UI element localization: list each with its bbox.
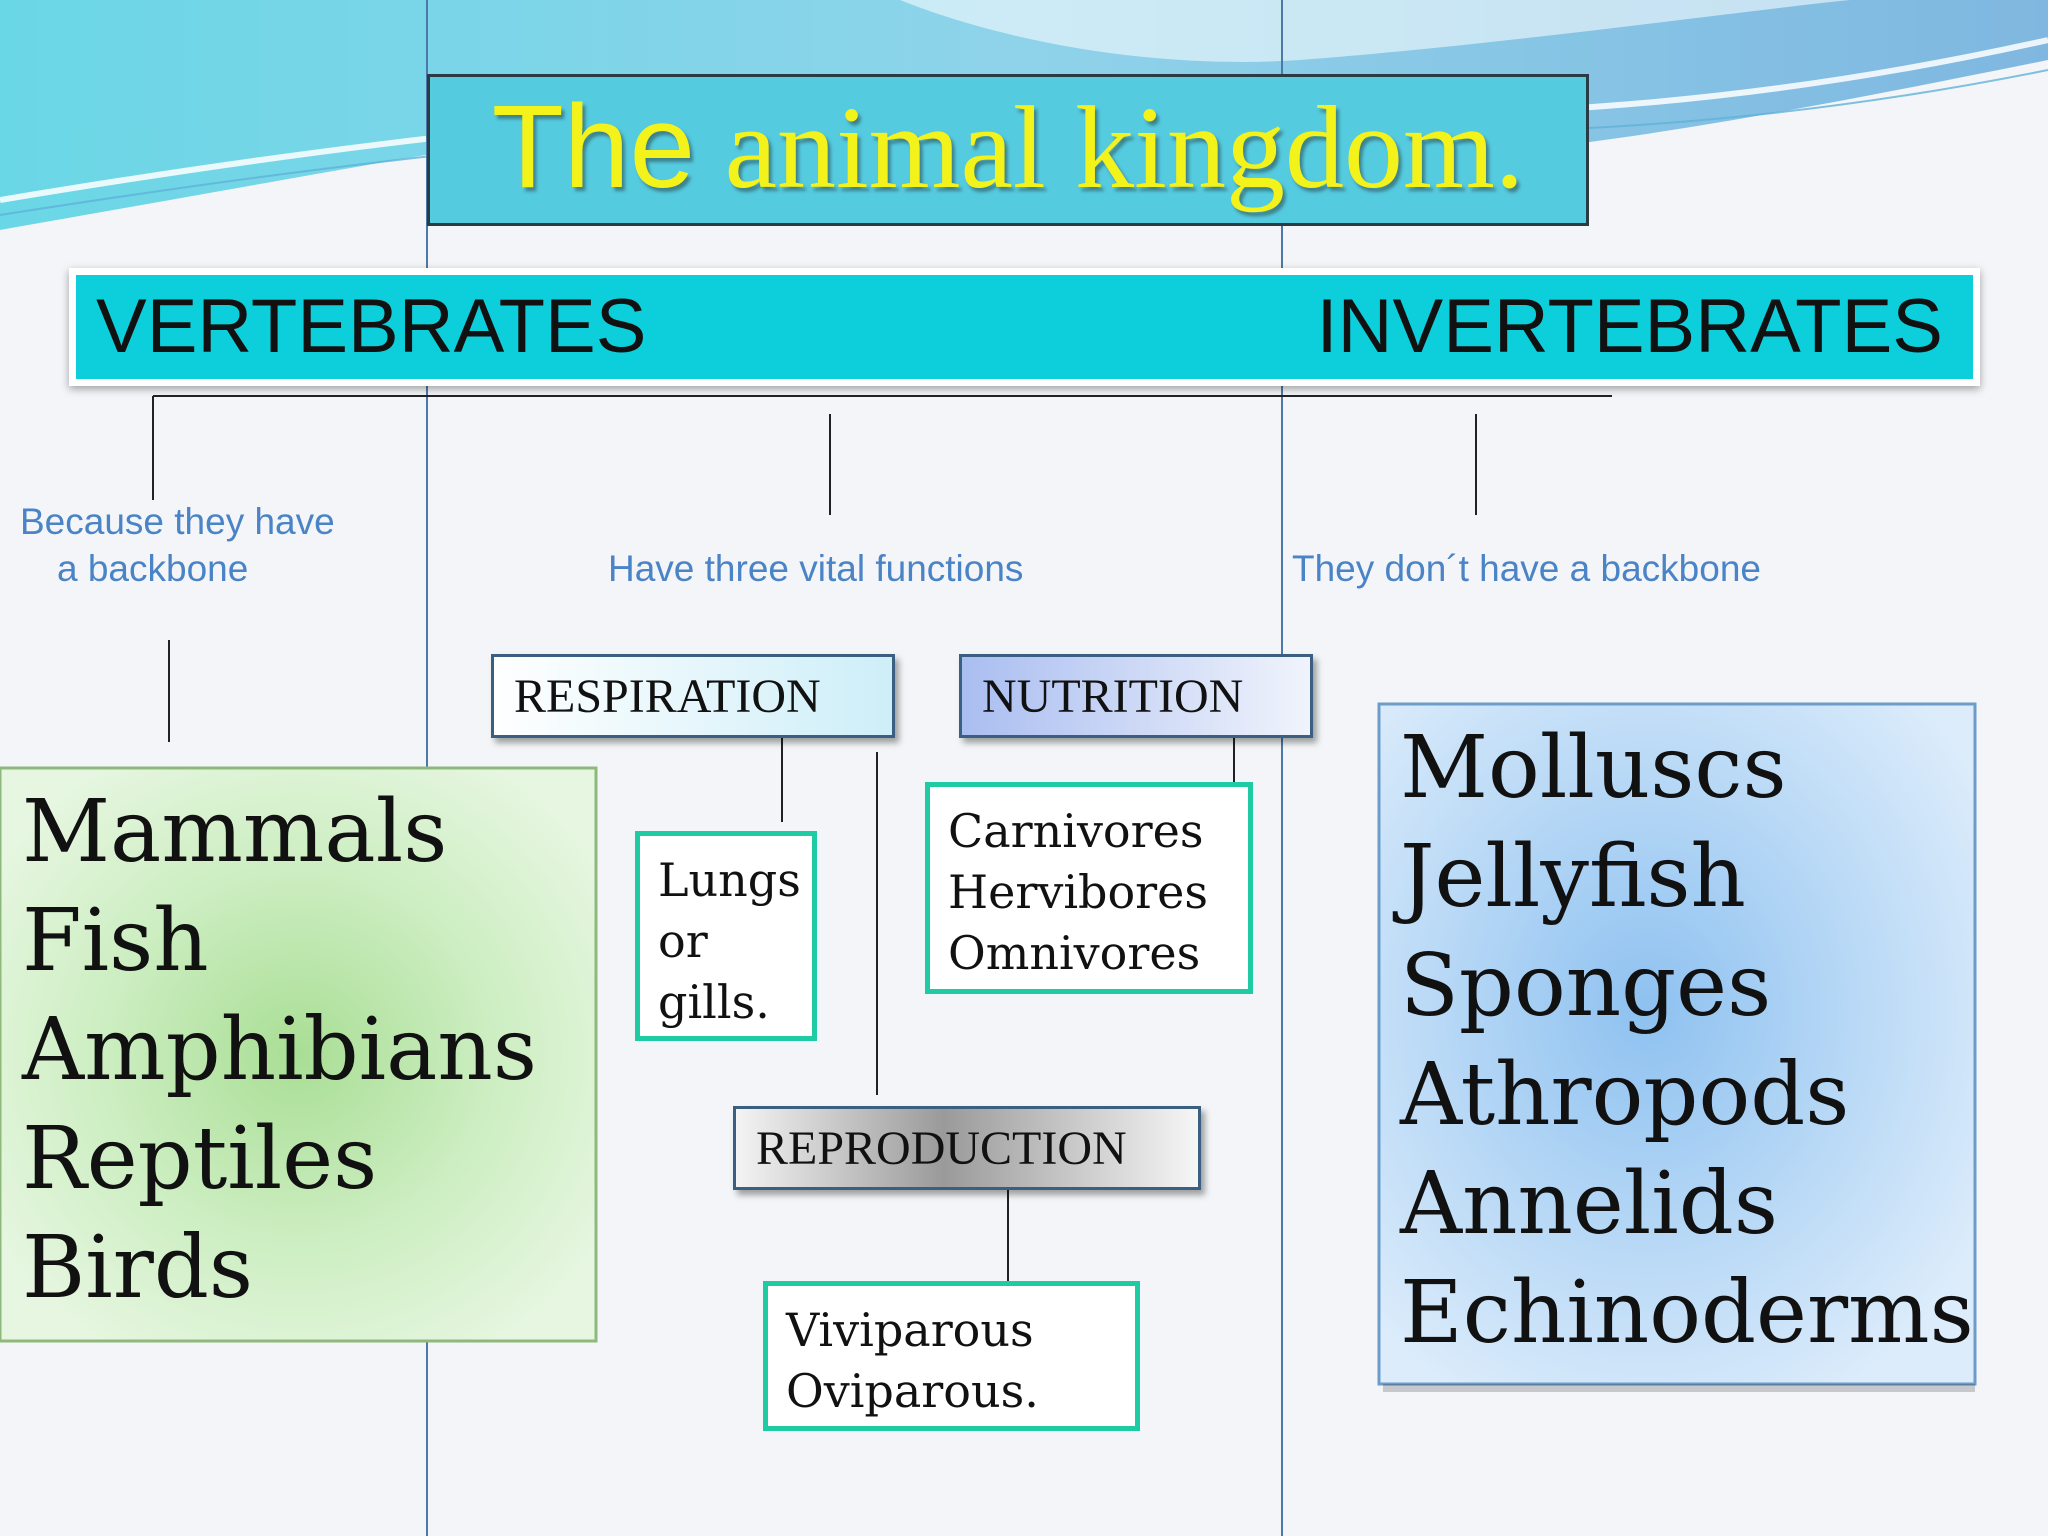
nutrition-label: NUTRITION xyxy=(982,669,1244,723)
title-banner: The animal kingdom. xyxy=(427,74,1589,226)
list-item: Fish xyxy=(22,891,209,991)
top-wave xyxy=(0,0,2048,230)
respiration-box: RESPIRATION xyxy=(491,654,895,738)
list-item: Annelids xyxy=(1400,1154,1778,1254)
respiration-detail-line: or xyxy=(658,914,708,968)
list-item: Mammals xyxy=(22,782,448,882)
reproduction-detail-box: Viviparous Oviparous. xyxy=(763,1281,1140,1431)
vertebrates-note-line2: a backbone xyxy=(57,548,249,589)
nutrition-box: NUTRITION xyxy=(959,654,1313,738)
reproduction-detail-line: Viviparous xyxy=(786,1303,1034,1357)
reproduction-detail-line: Oviparous. xyxy=(786,1364,1039,1418)
nutrition-detail-line: Omnivores xyxy=(948,926,1201,980)
vertebrates-heading: VERTEBRATES xyxy=(96,284,647,369)
vertebrate-groups-list: Mammals Fish Amphibians Reptiles Birds xyxy=(22,778,537,1323)
title-rest: animal kingdom. xyxy=(724,81,1525,213)
list-item: Echinoderms xyxy=(1400,1263,1974,1363)
list-item: Sponges xyxy=(1400,936,1772,1036)
reproduction-label: REPRODUCTION xyxy=(756,1121,1127,1175)
nutrition-detail-box: Carnivores Hervibores Omnivores xyxy=(925,782,1253,994)
list-item: Reptiles xyxy=(22,1109,378,1209)
list-item: Molluscs xyxy=(1400,718,1787,818)
respiration-detail-line: gills. xyxy=(658,975,770,1029)
invertebrates-heading: INVERTEBRATES xyxy=(1316,284,1943,369)
invertebrate-groups-list: Molluscs Jellyfish Sponges Athropods Ann… xyxy=(1400,714,1974,1368)
reproduction-box: REPRODUCTION xyxy=(733,1106,1201,1190)
respiration-label: RESPIRATION xyxy=(514,669,821,723)
respiration-detail-line: Lungs xyxy=(658,853,801,907)
title-word-the: The xyxy=(491,80,696,213)
nutrition-detail-line: Carnivores xyxy=(948,804,1204,858)
list-item: Birds xyxy=(22,1218,253,1318)
functions-note: Have three vital functions xyxy=(608,548,1024,589)
list-item: Athropods xyxy=(1400,1045,1850,1145)
vertebrates-note-line1: Because they have xyxy=(20,501,335,542)
invertebrates-note: They don´t have a backbone xyxy=(1292,548,1761,589)
category-bar: VERTEBRATES INVERTEBRATES xyxy=(69,268,1980,386)
nutrition-detail-line: Hervibores xyxy=(948,865,1208,919)
respiration-detail-box: Lungs or gills. xyxy=(635,831,817,1041)
page-title: The animal kingdom. xyxy=(492,79,1525,216)
list-item: Amphibians xyxy=(22,1000,537,1100)
list-item: Jellyfish xyxy=(1400,827,1746,927)
